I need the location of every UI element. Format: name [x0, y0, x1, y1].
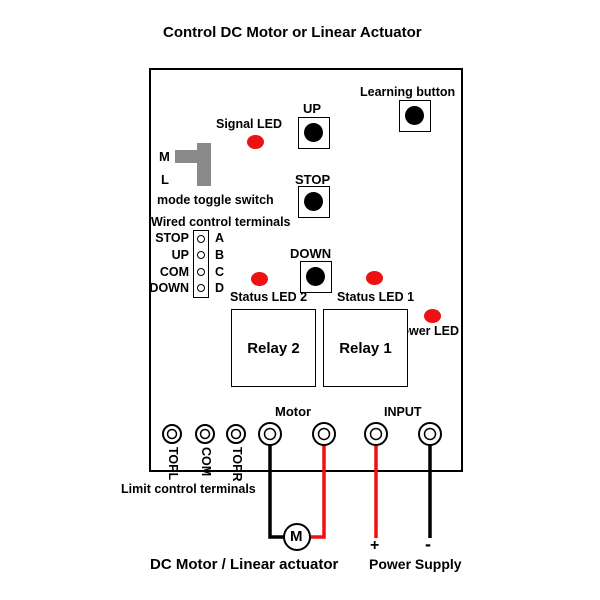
positive-marker: + — [370, 537, 380, 554]
terminal-letter-d: D — [215, 281, 225, 295]
limit-terminal-topr-label: TOPR — [230, 447, 244, 482]
terminal-com-name: COM — [159, 265, 189, 279]
mode-m-label: M — [159, 149, 170, 164]
terminal-stop-name: STOP — [155, 231, 189, 245]
diagram-title: Control DC Motor or Linear Actuator — [163, 24, 422, 41]
down-button[interactable] — [300, 261, 332, 293]
terminal-letter-a: A — [215, 231, 225, 245]
terminal-motor-1[interactable] — [258, 422, 282, 446]
terminal-letter-c: C — [215, 265, 225, 279]
power-supply-caption: Power Supply — [369, 556, 462, 572]
wired-terminal-block — [193, 230, 209, 298]
status-led-2 — [251, 272, 268, 286]
limit-terminal-com-label: COM — [199, 447, 213, 477]
terminal-down-pin[interactable] — [196, 284, 205, 292]
terminal-up-pin[interactable] — [196, 251, 205, 259]
relay-2: Relay 2 — [231, 309, 316, 387]
learning-button-label: Learning button — [360, 85, 456, 99]
limit-control-terminals-label: Limit control terminals — [121, 482, 256, 496]
learning-button-knob — [405, 106, 424, 125]
limit-terminal-topl-label: TOPL — [166, 447, 180, 481]
up-button[interactable] — [298, 117, 330, 149]
motor-icon — [283, 523, 311, 551]
terminal-letter-b: B — [215, 248, 225, 262]
terminal-topr[interactable] — [226, 424, 246, 444]
stop-label: STOP — [295, 172, 331, 187]
terminal-topl[interactable] — [162, 424, 182, 444]
stop-button-knob — [304, 192, 323, 211]
terminal-input-positive[interactable] — [364, 422, 388, 446]
relay-1: Relay 1 — [323, 309, 408, 387]
up-button-knob — [304, 123, 323, 142]
status-led-1 — [366, 271, 383, 285]
relay-1-label: Relay 1 — [339, 339, 392, 357]
terminal-up-name: UP — [171, 248, 189, 262]
status-led-2-label: Status LED 2 — [230, 290, 308, 304]
signal-led-label: Signal LED — [216, 117, 282, 131]
terminal-com-pin[interactable] — [196, 268, 205, 276]
power-led — [424, 309, 441, 323]
mode-toggle-switch-label: mode toggle switch — [157, 193, 274, 207]
wired-control-terminals-label: Wired control terminals — [151, 215, 291, 229]
motor-wire-red — [310, 439, 326, 539]
power-led-label: Power LED — [393, 324, 459, 338]
mode-toggle-switch[interactable] — [175, 143, 211, 186]
up-label: UP — [303, 101, 322, 116]
down-button-knob — [306, 267, 325, 286]
down-label: DOWN — [290, 246, 332, 261]
dc-motor-caption: DC Motor / Linear actuator — [150, 556, 339, 573]
terminal-stop-pin[interactable] — [196, 235, 205, 243]
terminal-down-name: DOWN — [149, 281, 189, 295]
motor-symbol-label: M — [290, 528, 303, 545]
negative-marker: - — [425, 534, 431, 554]
terminal-motor-2[interactable] — [312, 422, 336, 446]
mode-l-label: L — [161, 172, 169, 187]
learning-button[interactable] — [399, 100, 431, 132]
motor-label: Motor — [275, 404, 312, 419]
terminal-com-limit[interactable] — [195, 424, 215, 444]
motor-wire-black — [268, 439, 284, 539]
input-label: INPUT — [384, 405, 422, 419]
terminal-input-negative[interactable] — [418, 422, 442, 446]
stop-button[interactable] — [298, 186, 330, 218]
signal-led — [247, 135, 264, 149]
relay-2-label: Relay 2 — [247, 339, 300, 357]
status-led-1-label: Status LED 1 — [337, 290, 415, 304]
